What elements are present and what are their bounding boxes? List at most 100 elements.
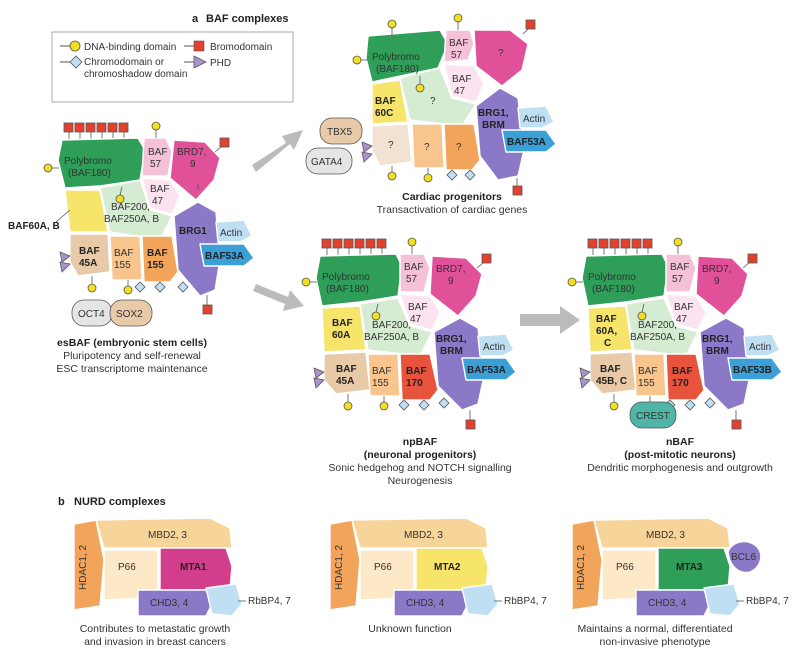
nbaf-baf47-label-2: 47 [676,314,688,325]
nurd1-hdac [73,519,105,611]
esbaf-baf155b-label-2: 155 [147,260,164,271]
cardiac-phd-domains [361,141,373,163]
cardiac-brg [475,87,525,181]
nbaf-baf200-label-2: BAF250A, B [630,332,685,343]
esbaf-polybromo-label-1: Polybromo [64,156,112,167]
esbaf-polybromo [57,137,146,189]
esbaf-chromo-domains [134,281,189,293]
cardiac-q3-label: ? [456,142,462,153]
npbaf-baf170 [399,353,439,401]
nurd-complex-2: HDAC1, 2 MBD2, 3 P66 MTA2 CHD3, 4 RbBP4,… [329,517,547,635]
cardiac-gata4-label: GATA4 [311,157,343,168]
nbaf-brg-label-2: BRM [706,346,729,357]
nurd1-hdac-label: HDAC1, 2 [78,545,89,590]
npbaf-polybromo [315,253,403,307]
nbaf-actin-label: Actin [749,342,771,353]
npbaf-baf200-label-2: BAF250A, B [364,332,419,343]
legend-chromo-icon [60,55,83,69]
npbaf-caption-title: npBAF [403,436,438,448]
esbaf-baf57-label-2: 57 [150,159,162,170]
npbaf-baf53-label: BAF53A [467,365,506,376]
npbaf-baf45 [323,351,371,395]
esbaf-caption-line-1: Pluripotency and self-renewal [63,350,201,362]
nurd3-rbbp [703,583,741,617]
npbaf-baf47-label-2: 47 [410,314,422,325]
cardiac-baf200 [399,67,477,127]
cardiac-complex: Polybromo (BAF180) BAF 57 ? BAF 47 ? BAF… [305,13,557,216]
esbaf-oct4-label: OCT4 [78,309,105,320]
npbaf-baf60-label-2: 60A [332,330,350,341]
nurd1-caption-line-1: Contributes to metastatic growth [80,623,231,635]
npbaf-baf155 [367,353,401,397]
esbaf-brg [173,201,221,297]
npbaf-baf47-label-1: BAF [408,302,427,313]
nurd3-p66-label: P66 [616,562,634,573]
esbaf-caption-line-2: ESC transcriptome maintenance [56,363,207,375]
nbaf-baf57 [665,253,697,293]
nbaf-baf170-label-1: BAF [672,366,693,377]
npbaf-actin-label: Actin [483,342,505,353]
nurd3-rbbp-label: RbBP4, 7 [746,596,789,607]
npbaf-phd-domains [313,367,325,389]
section-b-title: NURD complexes [74,496,166,508]
esbaf-dna-domains [43,121,199,295]
legend-chromo-label-1: Chromodomain or [84,57,165,68]
nurd1-rbbp [205,583,243,617]
cardiac-brd [473,29,529,87]
nbaf-crest [629,401,677,429]
esbaf-sox2-label: SOX2 [116,309,143,320]
nurd2-rbbp [461,583,499,617]
cardiac-baf47-label-1: BAF [452,74,471,85]
nbaf-brg-label-1: BRG1, [702,334,733,345]
npbaf-brd-label-1: BRD7, [436,264,465,275]
npbaf-chromo-domains [398,397,450,411]
npbaf-polybromo-label-2: (BAF180) [326,284,369,295]
cardiac-bromodomains [512,19,536,196]
esbaf-phd-domains [59,251,71,273]
esbaf-polybromo-label-2: (BAF180) [68,168,111,179]
nbaf-baf57-label-1: BAF [670,262,689,273]
cardiac-baf53 [501,129,557,153]
npbaf-baf60 [321,305,367,353]
npbaf-baf60-label-1: BAF [332,318,353,329]
esbaf-baf155b-label-1: BAF [147,248,168,259]
nbaf-phd-domains [579,367,591,389]
legend-dna-icon [60,40,81,52]
cardiac-actin [517,105,555,129]
npbaf-brg [433,317,485,411]
legend-phd-icon [184,55,207,69]
legend-bromo-label: Bromodomain [210,42,272,53]
esbaf-baf47-label-1: BAF [150,184,169,195]
nurd1-mta-label: MTA1 [180,562,207,573]
cardiac-tbx5 [319,117,363,145]
npbaf-baf57 [399,253,431,293]
cardiac-caption-line-1: Transactivation of cardiac genes [377,204,528,216]
esbaf-caption-title: esBAF (embryonic stem cells) [57,337,207,349]
nurd2-caption-line-1: Unknown function [368,623,452,635]
legend: DNA-binding domain Bromodomain Chromodom… [51,31,294,103]
nbaf-crest-label: CREST [636,411,670,422]
nbaf-caption-subtitle: (post-mitotic neurons) [624,449,735,461]
nbaf-baf60 [587,305,633,353]
nbaf-polybromo-label-2: (BAF180) [592,284,635,295]
cardiac-baf60 [371,79,409,125]
nurd1-caption-line-2: and invasion in breast cancers [84,636,226,648]
nbaf-bromodomains [587,238,758,430]
cardiac-q2-label: ? [424,142,430,153]
npbaf-brd [429,255,483,317]
cardiac-brg-label-2: BRM [482,120,505,131]
nurd3-caption-line-2: non-invasive phenotype [600,636,711,648]
nbaf-baf57-label-2: 57 [672,274,684,285]
esbaf-sox2 [109,299,153,327]
arrow-es-to-cardiac [252,130,303,172]
nurd-complex-3: HDAC1, 2 MBD2, 3 P66 MTA3 CHD3, 4 RbBP4,… [571,517,789,648]
nurd2-mbd-label: MBD2, 3 [404,530,443,541]
nurd2-rbbp-label: RbBP4, 7 [504,596,547,607]
legend-dna-label: DNA-binding domain [84,42,176,53]
npbaf-caption-line-2: Neurogenesis [388,475,453,487]
nurd3-mbd [593,517,731,549]
nurd3-hdac-label: HDAC1, 2 [576,545,587,590]
cardiac-baf57 [443,29,475,63]
cardiac-baf47-label-2: 47 [454,86,466,97]
nurd3-bcl6-label: BCL6 [731,552,756,563]
